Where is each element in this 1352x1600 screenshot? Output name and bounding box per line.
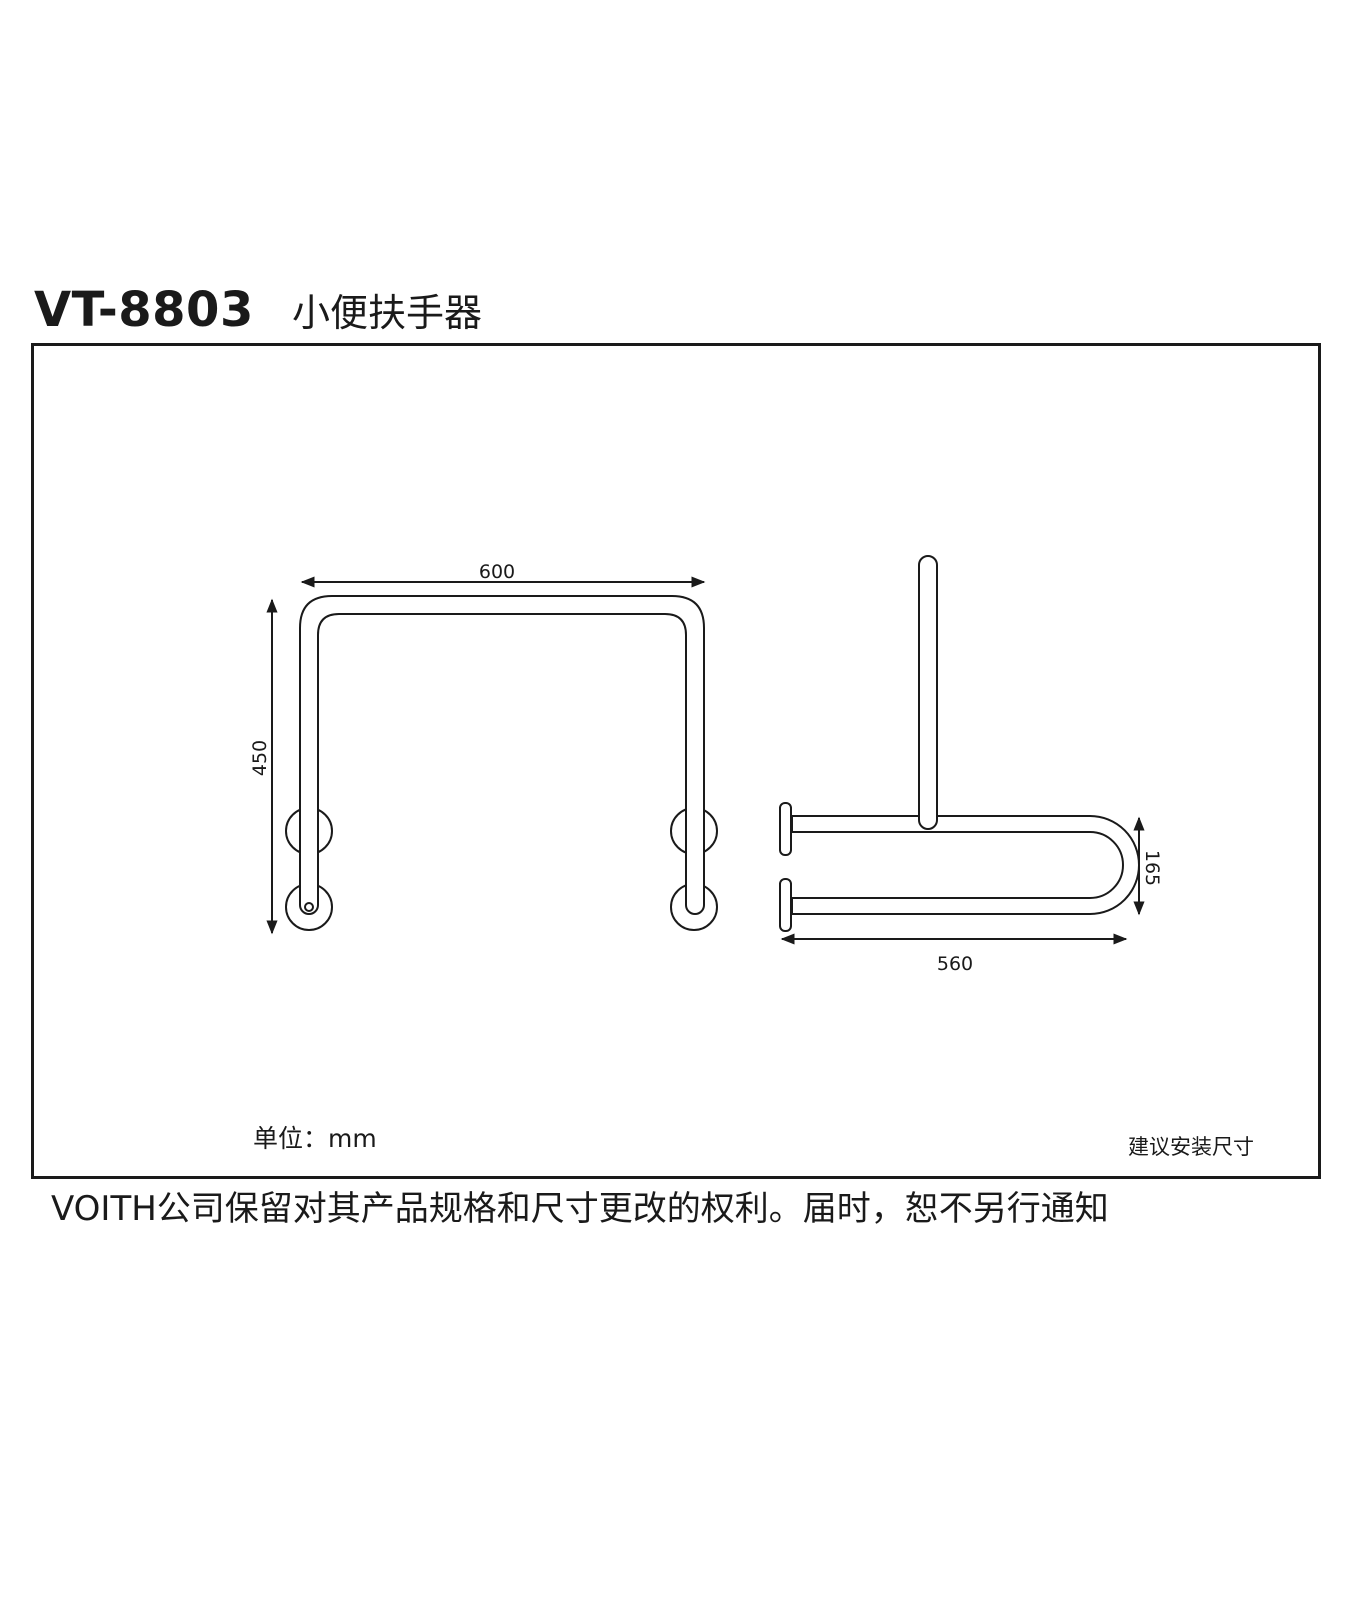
dim-label-560: 560 bbox=[937, 953, 973, 975]
wall-plate-lower bbox=[779, 878, 792, 932]
product-name: 小便扶手器 bbox=[292, 291, 483, 335]
dim-label-165: 165 bbox=[1141, 850, 1163, 886]
drawing-frame bbox=[31, 343, 1321, 1179]
install-size-label: 建议安装尺寸 bbox=[1128, 1135, 1254, 1159]
dim-label-600: 600 bbox=[479, 561, 515, 583]
side-vertical-post bbox=[918, 555, 938, 830]
dim-label-450: 450 bbox=[249, 740, 271, 776]
wall-plate-upper bbox=[779, 802, 792, 856]
front-view bbox=[285, 595, 718, 931]
side-tube bbox=[791, 815, 1140, 915]
model-number: VT-8803 bbox=[34, 282, 254, 338]
footer-notice: VOITH公司保留对其产品规格和尺寸更改的权利。届时，恕不另行通知 bbox=[51, 1189, 1109, 1229]
side-view bbox=[779, 555, 1140, 932]
unit-label: 单位：mm bbox=[253, 1124, 377, 1153]
tube-outer bbox=[299, 595, 705, 915]
